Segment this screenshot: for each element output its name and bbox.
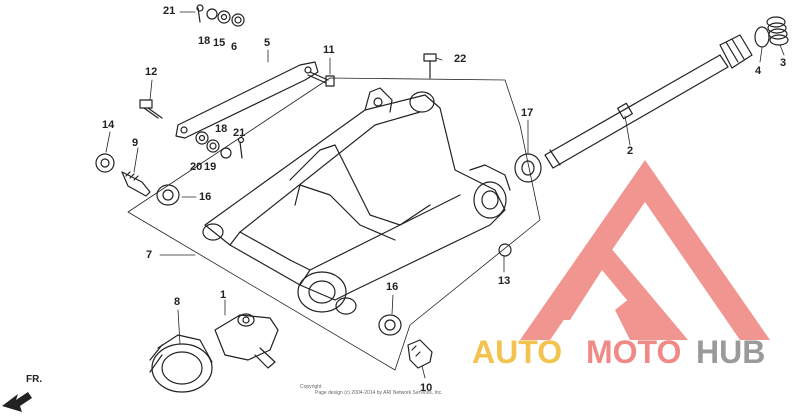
- assembly-outline: [127, 77, 541, 371]
- label-part-1: 1: [220, 289, 227, 301]
- copyright-line-1: Copyright: [300, 384, 322, 390]
- swingarm: [202, 87, 511, 315]
- label-part-15: 15: [213, 37, 226, 49]
- label-part-22: 22: [454, 53, 467, 65]
- watermark-word-hub: HUB: [696, 334, 766, 370]
- label-part-4: 4: [755, 65, 762, 77]
- label-part-18: 18: [198, 35, 211, 47]
- part-13-nut: [498, 243, 512, 257]
- front-direction-label: FR.: [26, 374, 43, 385]
- part-22-bolt: [423, 53, 437, 79]
- label-part-7: 7: [146, 249, 153, 261]
- part-4-ring: [754, 26, 770, 48]
- label-part-21: 21: [163, 5, 176, 17]
- label-part-16: 16: [199, 191, 212, 203]
- part-1-universal-joint: [214, 313, 279, 369]
- parts-mid-small: [195, 131, 245, 159]
- label-part-14: 14: [102, 119, 115, 131]
- part-14-nut: [95, 153, 115, 173]
- label-part-12: 12: [145, 66, 158, 78]
- front-direction-arrow-icon: [2, 392, 32, 412]
- part-3-spring: [766, 16, 789, 46]
- watermark-word-moto: MOTO: [586, 334, 682, 370]
- label-part-8: 8: [174, 296, 181, 308]
- automotohub-logo-icon: [520, 160, 770, 340]
- label-part-6: 6: [231, 41, 238, 53]
- part-12-bolt: [139, 99, 163, 119]
- label-part-3: 3: [780, 57, 787, 69]
- copyright-line-2: Page design (c) 2004-2014 by ARI Network…: [315, 390, 443, 396]
- part-16-bushing-b: [378, 314, 402, 336]
- label-part-16-b: 16: [386, 281, 399, 293]
- label-part-2: 2: [627, 145, 634, 157]
- part-9-pivot-bolt: [121, 171, 151, 197]
- part-2-drive-shaft: [544, 34, 753, 169]
- parts-top-small: [196, 4, 245, 27]
- label-part-5: 5: [264, 37, 271, 49]
- label-part-18-b: 18: [215, 123, 228, 135]
- label-part-20: 20: [190, 161, 203, 173]
- label-part-9: 9: [132, 137, 139, 149]
- part-10-pivot-bolt: [407, 339, 433, 369]
- part-16-bushing-a: [156, 184, 180, 206]
- label-part-17: 17: [521, 107, 534, 119]
- label-part-21-b: 21: [233, 127, 246, 139]
- part-11-bolt: [307, 71, 335, 87]
- watermark-word-auto: AUTO: [472, 334, 563, 370]
- label-part-13: 13: [498, 275, 511, 287]
- label-part-19: 19: [204, 161, 217, 173]
- label-part-11: 11: [323, 44, 335, 56]
- label-part-10: 10: [420, 382, 433, 394]
- part-8-boot: [149, 334, 213, 393]
- leader-lines: [105, 11, 785, 379]
